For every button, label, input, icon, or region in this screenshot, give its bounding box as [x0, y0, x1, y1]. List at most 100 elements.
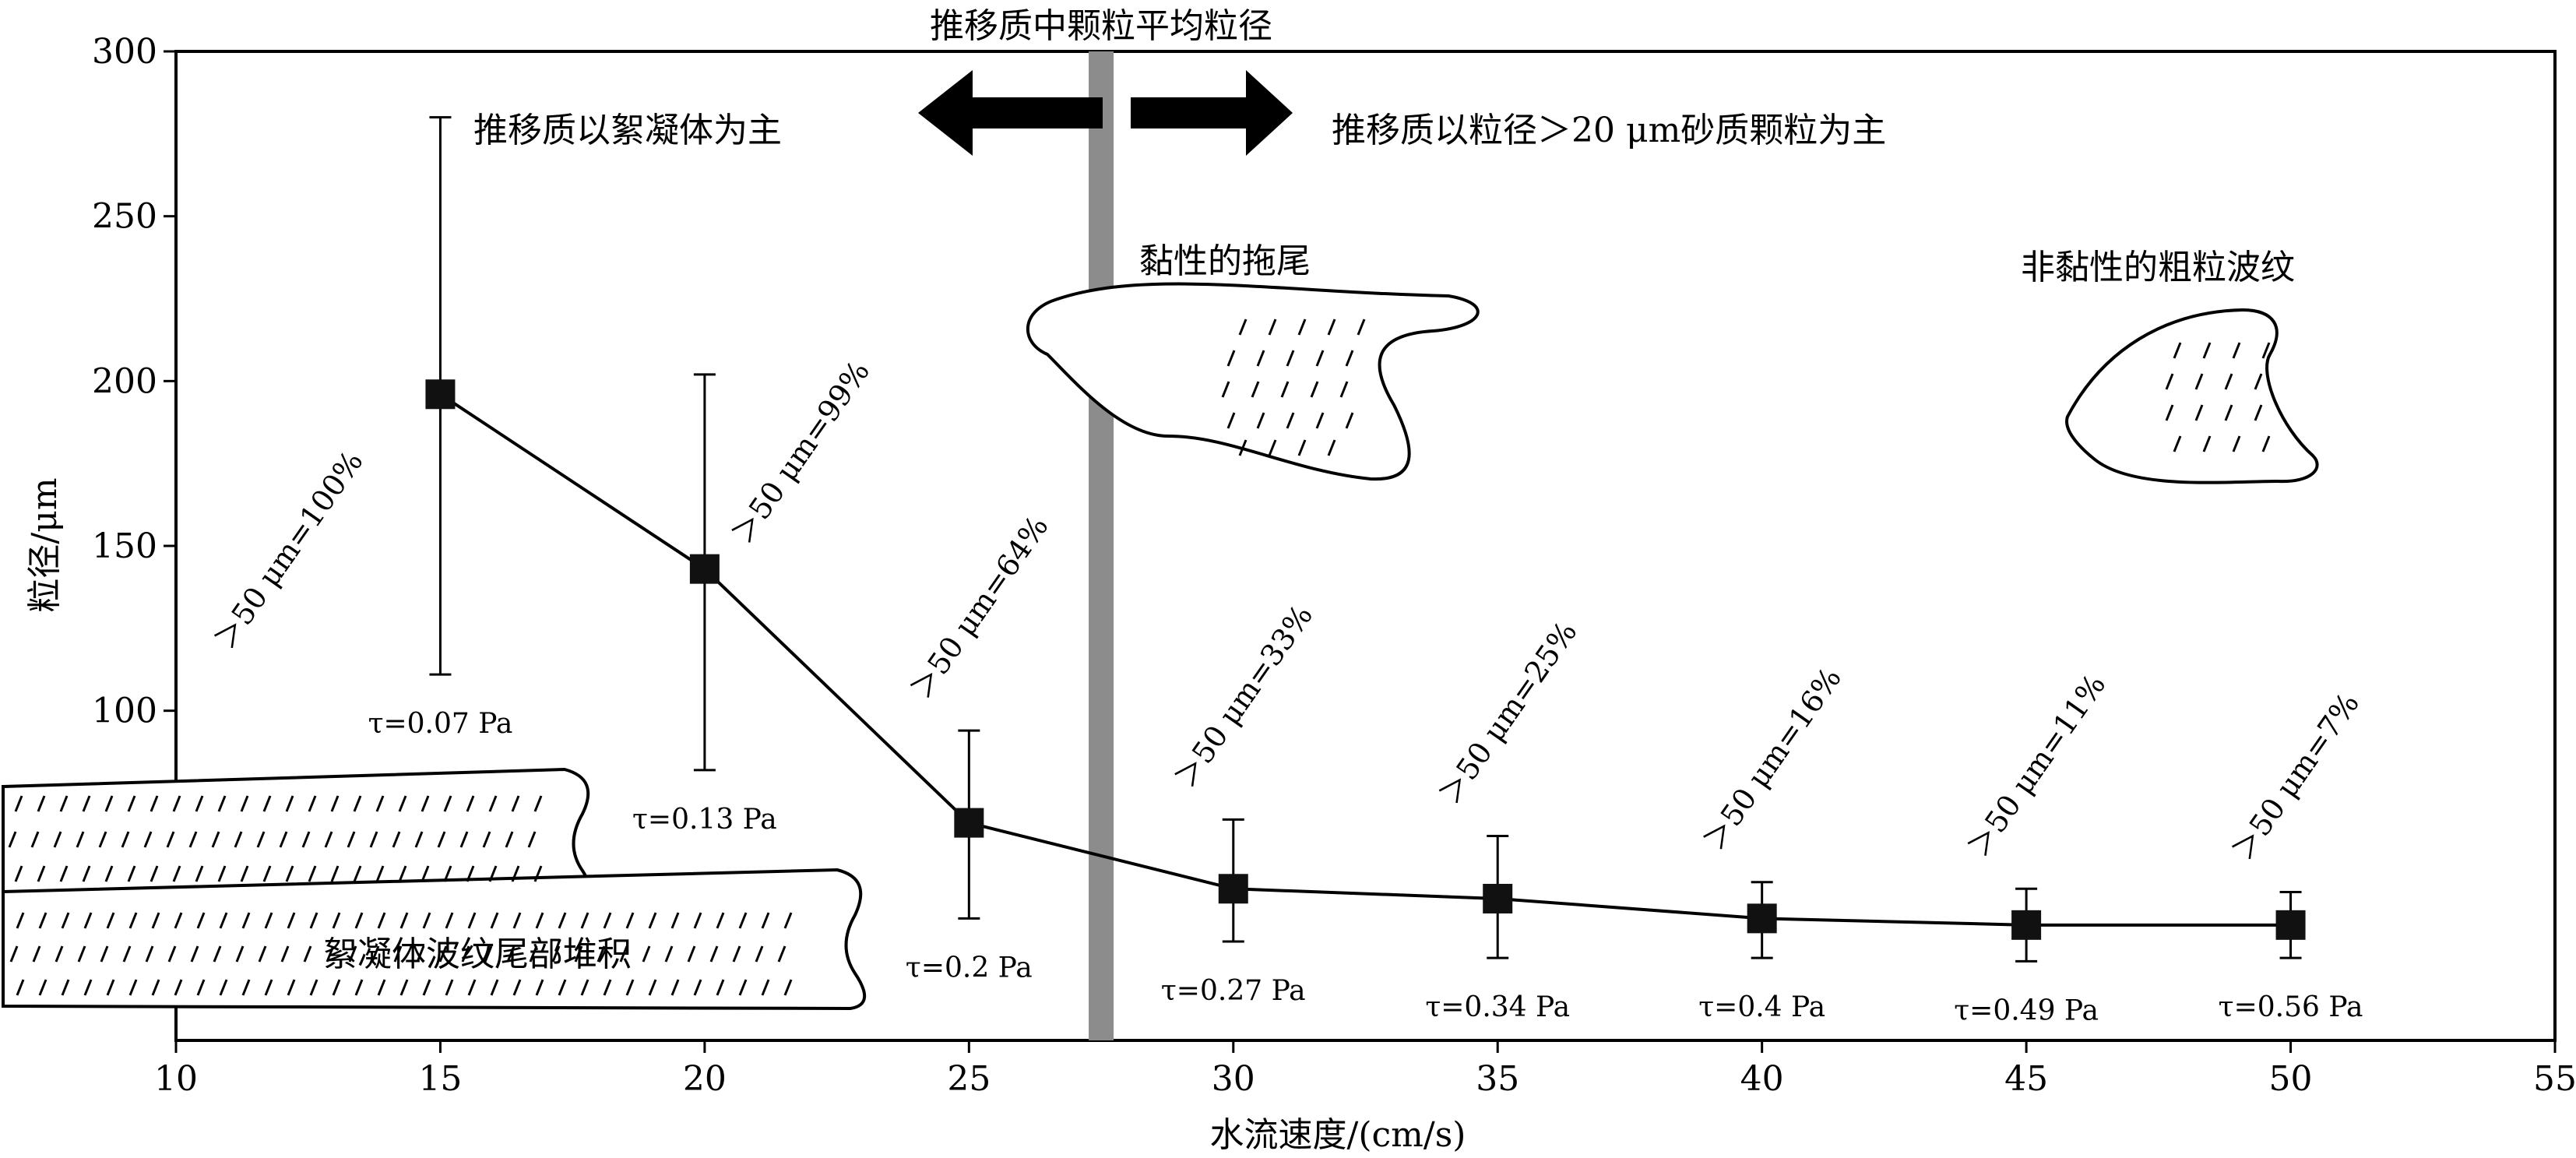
data-point	[954, 808, 984, 838]
lamina-dash	[145, 945, 154, 963]
lamina-dash	[280, 945, 290, 963]
lamina-dash	[393, 945, 403, 963]
floc-ripple-deposit-shape	[1, 767, 867, 1011]
data-point	[425, 379, 456, 410]
lamina-dash	[9, 945, 19, 963]
lamina-dash	[309, 912, 318, 929]
floc-deposit-label: 絮凝体波纹尾部堆积	[323, 934, 632, 974]
lamina-dash	[398, 795, 407, 812]
lamina-dash	[488, 795, 498, 812]
lamina-dash	[301, 831, 311, 848]
lamina-dash	[511, 865, 520, 882]
cohesive-tail-shape	[1026, 282, 1480, 481]
lamina-dash	[2194, 373, 2204, 390]
lamina-dash	[648, 912, 657, 929]
lamina-dash	[324, 831, 333, 848]
x-tick-label: 45	[2004, 1059, 2048, 1099]
lamina-dash	[285, 795, 294, 812]
lamina-dash	[1357, 319, 1366, 336]
lamina-dash	[354, 979, 364, 996]
lamina-dash	[459, 831, 469, 848]
lamina-dash	[687, 945, 696, 963]
lamina-dash	[1297, 439, 1307, 456]
lamina-dash	[83, 912, 93, 929]
fraction-label: ＞50 μm=16%	[1697, 661, 1848, 857]
lamina-dash	[421, 795, 430, 812]
lamina-dash	[535, 912, 544, 929]
lamina-dash	[106, 912, 115, 929]
lamina-dash	[262, 865, 272, 882]
noncohesive-ripple-laminae	[2165, 342, 2271, 452]
lamina-dash	[574, 945, 583, 963]
lamina-dash	[308, 795, 317, 812]
lamina-dash	[437, 831, 446, 848]
x-tick-label: 15	[418, 1059, 462, 1099]
lamina-dash	[2165, 373, 2174, 390]
lamina-dash	[716, 912, 725, 929]
lamina-dash	[490, 979, 499, 996]
lamina-dash	[217, 795, 227, 812]
lamina-dash	[234, 831, 243, 848]
shear-stress-label: τ=0.27 Pa	[1161, 975, 1306, 1007]
lamina-dash	[240, 865, 249, 882]
x-tick-label: 10	[154, 1059, 198, 1099]
lamina-dash	[82, 865, 91, 882]
lamina-dash	[262, 795, 272, 812]
lamina-dash	[467, 912, 477, 929]
lamina-dash	[195, 865, 204, 882]
lamina-dash	[61, 912, 70, 929]
lamina-dash	[55, 945, 64, 963]
lamina-dash	[1221, 381, 1230, 398]
lamina-dash	[580, 912, 589, 929]
lamina-dash	[551, 945, 561, 963]
lamina-dash	[625, 979, 635, 996]
lamina-dash	[353, 795, 362, 812]
mean-grain-size-marker	[1089, 51, 1114, 1040]
lamina-dash	[308, 865, 317, 882]
lamina-dash	[2261, 435, 2271, 452]
lamina-dash	[59, 865, 69, 882]
lamina-dash	[309, 979, 318, 996]
fraction-label: ＞50 μm=25%	[1433, 615, 1584, 811]
lamina-dash	[1339, 381, 1349, 398]
lamina-dash	[213, 945, 222, 963]
lamina-dash	[285, 865, 294, 882]
lamina-dash	[467, 979, 477, 996]
lamina-dash	[1268, 439, 1277, 456]
lamina-dash	[506, 945, 516, 963]
data-point	[1483, 883, 1513, 913]
lamina-dash	[354, 912, 364, 929]
lamina-dash	[128, 912, 138, 929]
lamina-dash	[150, 865, 159, 882]
lamina-dash	[1238, 319, 1248, 336]
lamina-dash	[505, 831, 514, 848]
fraction-label: ＞50 μm=100%	[208, 445, 370, 656]
lamina-dash	[77, 945, 86, 963]
lamina-dash	[2194, 404, 2204, 421]
lamina-dash	[16, 979, 25, 996]
data-point	[689, 554, 720, 584]
lamina-dash	[535, 979, 544, 996]
lamina-dash	[8, 831, 17, 848]
lamina-dash	[353, 865, 362, 882]
lamina-dash	[167, 945, 177, 963]
lamina-dash	[151, 912, 160, 929]
lamina-dash	[127, 865, 136, 882]
lamina-dash	[512, 979, 522, 996]
lamina-dash	[558, 912, 567, 929]
right-regime-label: 推移质以粒径＞20 μm砂质颗粒为主	[1332, 111, 1886, 150]
data-point	[2275, 910, 2306, 940]
axis-ticks: 1015202530354045505550100150200250300	[92, 32, 2576, 1099]
lamina-dash	[670, 912, 680, 929]
lamina-dash	[196, 979, 206, 996]
lamina-dash	[195, 795, 204, 812]
lamina-dash	[1226, 350, 1236, 367]
shear-stress-label: τ=0.2 Pa	[906, 952, 1033, 984]
lamina-dash	[104, 865, 114, 882]
lamina-dash	[1345, 412, 1354, 429]
lamina-dash	[375, 795, 385, 812]
lamina-dash	[416, 945, 425, 963]
mean-grain-size-label: 推移质中颗粒平均粒径	[930, 6, 1272, 46]
lamina-dash	[82, 795, 91, 812]
lamina-dash	[375, 865, 385, 882]
